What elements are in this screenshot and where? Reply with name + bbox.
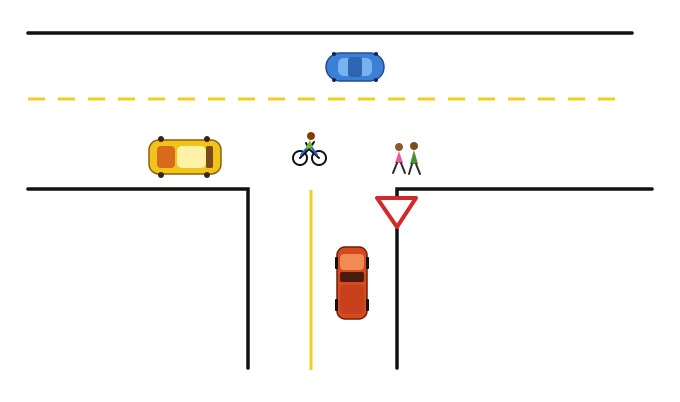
red-truck	[335, 246, 369, 320]
blue-car	[325, 52, 385, 82]
bicycle-icon	[292, 132, 327, 166]
yellow-car	[148, 136, 222, 178]
pedestrian-pair-icon	[392, 142, 421, 175]
lane-markings	[28, 97, 628, 370]
yield-sign-icon	[375, 196, 418, 229]
pedestrians	[392, 142, 421, 175]
road-edges	[26, 31, 654, 370]
left-lower-curb	[26, 187, 250, 370]
cyclist	[292, 132, 327, 166]
yield-sign	[375, 196, 418, 229]
right-lower-curb	[395, 187, 654, 370]
